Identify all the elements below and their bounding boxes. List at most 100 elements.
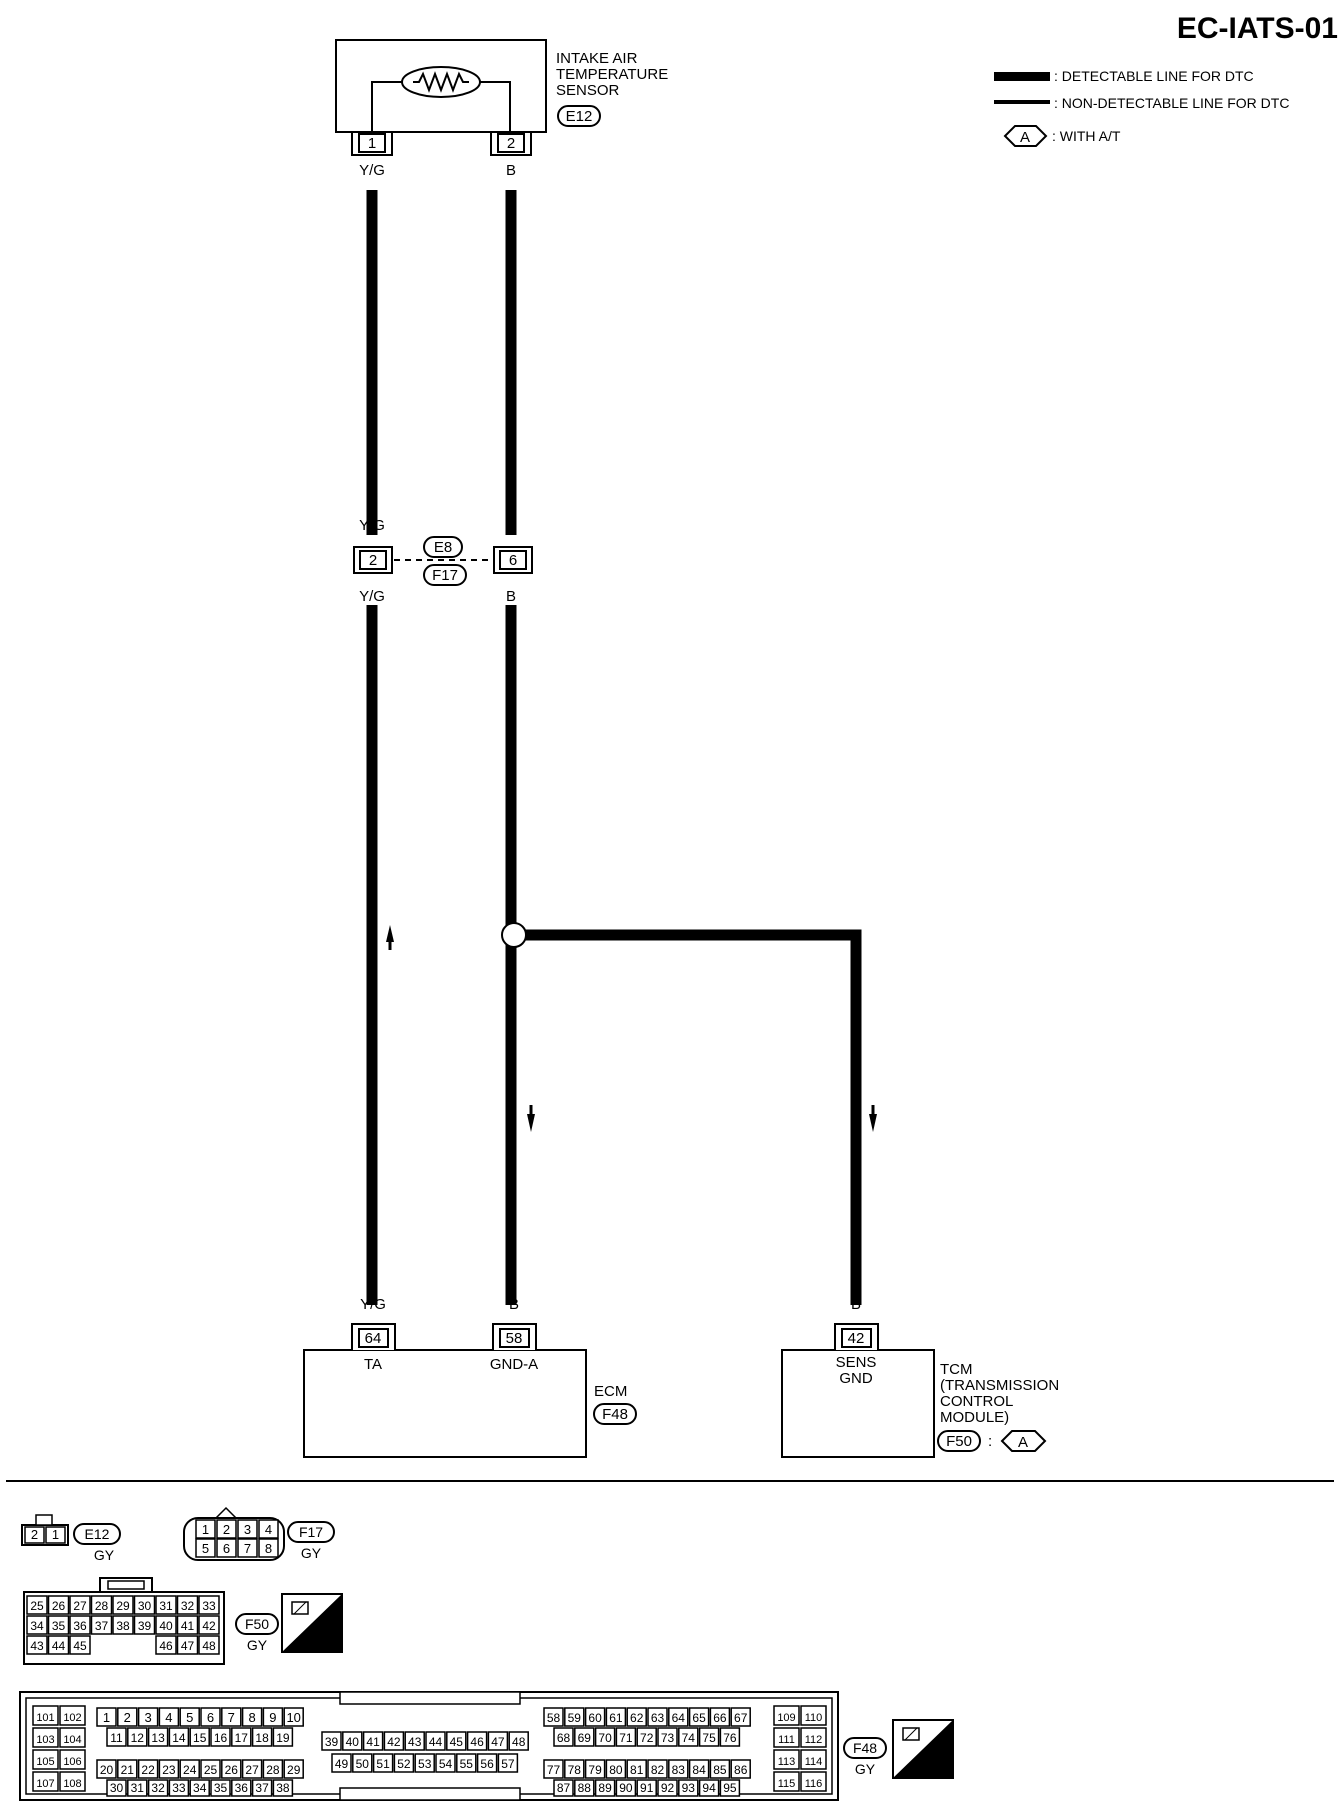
joint-wire-color-b-below: B [506, 588, 516, 605]
f50-pin-32: 32 [181, 1599, 195, 1613]
f48-pin-46-cell [466, 1731, 488, 1751]
f48-pin-45-cell [446, 1731, 467, 1751]
f48-pin-86-cell [730, 1759, 751, 1779]
f48-pin-35: 35 [214, 1781, 228, 1795]
ecm-pin-64: 64 [365, 1330, 382, 1347]
f48-pin-52: 52 [397, 1757, 411, 1771]
f17-pin-4: 4 [265, 1522, 272, 1537]
f48-pin-43: 43 [408, 1735, 422, 1749]
f48-pin-56-cell [476, 1753, 498, 1773]
tcm-connector-label: F50 [946, 1433, 972, 1450]
f48-pin-21-cell [117, 1759, 138, 1779]
joint-connector-f17-badge [423, 564, 467, 586]
f48-pin-69: 69 [578, 1731, 592, 1745]
f50-hs-badge-fill [282, 1594, 342, 1652]
f48-pin-70: 70 [598, 1731, 612, 1745]
joint-connector-f17: F17 [432, 567, 458, 584]
legend-nondetectable-text: : NON-DETECTABLE LINE FOR DTC [1054, 95, 1289, 111]
f50-pin-32-cell [176, 1595, 199, 1615]
f48-pin-68: 68 [557, 1731, 571, 1745]
f48-pin-61: 61 [609, 1711, 623, 1725]
legend: : DETECTABLE LINE FOR DTC : NON-DETECTAB… [994, 68, 1289, 147]
f48-pin-93-cell [678, 1779, 699, 1797]
sensor-pin-2: 2 [490, 132, 532, 156]
f48-pin-63: 63 [651, 1711, 665, 1725]
f48-pin-47-cell [487, 1731, 509, 1751]
joint-wire-color-yg-above: Y/G [359, 517, 385, 534]
f48-pin-81-cell [626, 1759, 647, 1779]
f48-pin-15-cell [189, 1727, 210, 1747]
page-title: EC-IATS-01 [1177, 12, 1338, 45]
f48-pin-54: 54 [439, 1757, 453, 1771]
f48-pin-92: 92 [661, 1781, 675, 1795]
f48-pin-70-cell [594, 1727, 616, 1747]
f48-pin-72-cell [636, 1727, 657, 1747]
tcm-pin-42: 42 [848, 1330, 865, 1347]
f48-pin-75: 75 [702, 1731, 716, 1745]
f50-pin-34-cell [26, 1615, 48, 1635]
f50-pin-41-cell [176, 1615, 199, 1635]
joint-pin-6-number: 6 [509, 552, 517, 569]
f50-pin-47-cell [176, 1635, 199, 1655]
f48-pin-107-cell [32, 1771, 59, 1792]
f17-pin-1: 1 [202, 1522, 209, 1537]
f48-pin-112: 112 [805, 1734, 823, 1746]
f48-pin-101-cell [32, 1705, 59, 1726]
f48-pin-14-cell [168, 1727, 190, 1747]
f48-pin-23-cell [158, 1759, 180, 1779]
f48-pin-59: 59 [568, 1711, 582, 1725]
f48-pin-3: 3 [144, 1710, 151, 1725]
f50-hs-badge: H.S. [281, 1593, 343, 1653]
f48-pin-48-cell [508, 1731, 529, 1751]
f17-pin-5-cell [195, 1538, 216, 1558]
f50-pin-31: 31 [159, 1599, 173, 1613]
f48-pin-56: 56 [480, 1757, 494, 1771]
f50-pin-44: 44 [52, 1639, 66, 1653]
f48-pin-82-cell [647, 1759, 668, 1779]
f48-pin-78: 78 [568, 1763, 582, 1777]
f48-pin-71: 71 [619, 1731, 633, 1745]
f48-pin-14: 14 [172, 1731, 186, 1745]
tcm-module: B 42 SENS GND TCM (TRANSMISSION CONTROL … [781, 1296, 1059, 1458]
f17-pin-1-cell [195, 1519, 216, 1539]
f48-pin-49-cell [331, 1753, 352, 1773]
f48-pin-59-cell [564, 1707, 585, 1727]
f48-pin-10: 10 [286, 1710, 300, 1725]
legend-detectable-line [994, 72, 1050, 81]
f50-view-id-badge [235, 1613, 279, 1635]
f48-pin-60-cell [584, 1707, 606, 1727]
f50-pin-29-cell [112, 1595, 134, 1615]
f48-pin-8-cell [241, 1707, 263, 1727]
joint-connector-e8-badge [423, 536, 463, 558]
f48-pin-13-cell [147, 1727, 169, 1747]
f48-pin-6: 6 [207, 1710, 214, 1725]
tcm-wire-color-b: B [851, 1296, 861, 1313]
f48-pin-11: 11 [110, 1731, 123, 1745]
f50-pin-33: 33 [202, 1599, 216, 1613]
f48-pin-33-cell [168, 1779, 190, 1797]
f48-hs-badge-text: H.S. [920, 1758, 945, 1773]
f17-pin-4-cell [258, 1519, 279, 1539]
f48-pin-84-cell [688, 1759, 710, 1779]
f50-pin-25-cell [26, 1595, 48, 1615]
f48-pin-50-cell [352, 1753, 373, 1773]
f48-pin-92-cell [657, 1779, 678, 1797]
f48-pin-90: 90 [619, 1781, 633, 1795]
f48-pin-3-cell [137, 1707, 159, 1727]
f48-pin-30-cell [106, 1779, 127, 1797]
f48-pin-17-cell [231, 1727, 252, 1747]
f48-pin-76: 76 [723, 1731, 737, 1745]
f17-pin-7: 7 [244, 1541, 251, 1556]
f48-pin-108-cell [59, 1771, 86, 1792]
f48-pin-64-cell [668, 1707, 689, 1727]
f48-pin-27: 27 [245, 1763, 259, 1777]
f48-pin-87-cell [553, 1779, 574, 1797]
f48-pin-35-cell [210, 1779, 231, 1797]
f48-pin-8: 8 [248, 1710, 255, 1725]
f48-pin-18: 18 [255, 1731, 269, 1745]
f48-pin-75-cell [698, 1727, 720, 1747]
f48-pin-90-cell [615, 1779, 637, 1797]
